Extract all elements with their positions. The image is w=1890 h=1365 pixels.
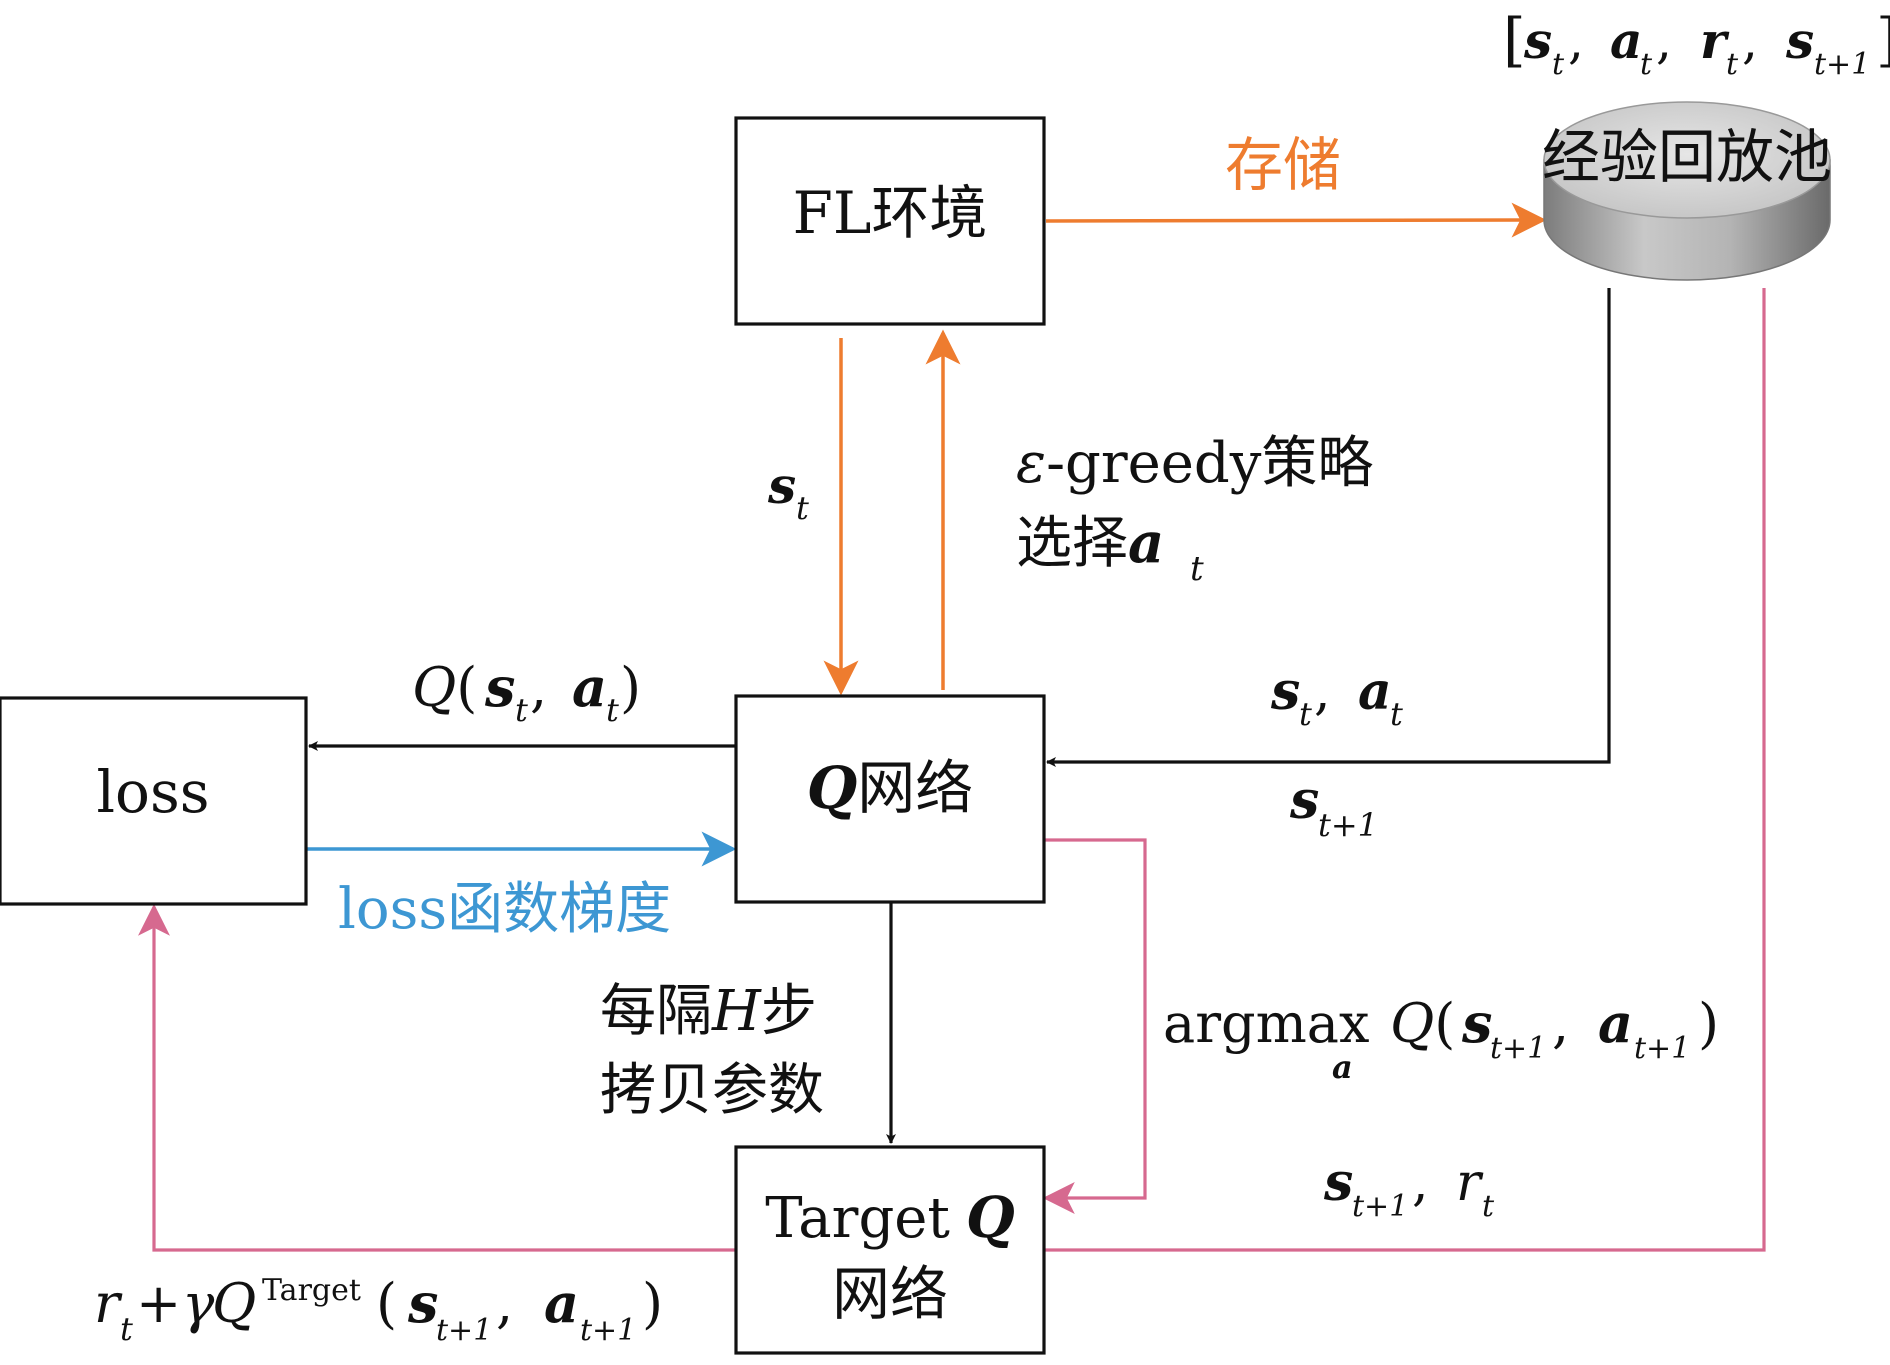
svg-text:选择a: 选择a	[1016, 510, 1164, 576]
svg-text:,: ,	[1552, 992, 1569, 1055]
svg-text:t+1: t+1	[1814, 47, 1870, 82]
svg-text:ε-greedy策略: ε-greedy策略	[1016, 431, 1373, 496]
svg-text:(: (	[376, 1272, 397, 1335]
svg-text:t: t	[515, 691, 528, 729]
svg-text:每隔H步: 每隔H步	[600, 979, 817, 1044]
svg-text:+: +	[136, 1272, 181, 1335]
fl-env-node: FL环境	[734, 116, 1046, 326]
svg-text:Q(: Q(	[1390, 992, 1455, 1055]
svg-text:拷贝参数: 拷贝参数	[600, 1058, 824, 1123]
svg-text:t: t	[1726, 47, 1739, 82]
svg-text:Q: Q	[212, 1272, 256, 1335]
argmax-label: argmax a Q( s t+1 , a t+1 )	[1163, 991, 1719, 1086]
target-q-symbol: Q	[966, 1185, 1015, 1251]
svg-text:): )	[642, 1272, 663, 1335]
svg-text:Q(: Q(	[412, 656, 477, 719]
svg-text:a: a	[1358, 661, 1392, 722]
q-value-label: Q( s t , a t )	[412, 655, 641, 729]
svg-text:t: t	[1482, 1189, 1495, 1224]
svg-text:γ: γ	[182, 1272, 215, 1335]
svg-text:[: [	[1503, 6, 1526, 74]
svg-text:t: t	[1390, 695, 1403, 733]
svg-text:s: s	[407, 1271, 438, 1335]
q-network-node: Q网络	[734, 694, 1046, 904]
svg-text:Target: Target	[262, 1273, 361, 1308]
svg-text:s: s	[1323, 1152, 1353, 1213]
svg-text:a: a	[1598, 991, 1633, 1055]
state-label: s t	[767, 456, 809, 527]
svg-text:r: r	[1700, 11, 1730, 70]
svg-text:argmax: argmax	[1163, 992, 1369, 1055]
svg-text:s: s	[484, 655, 515, 719]
store-arrow	[1045, 202, 1547, 238]
svg-text:]: ]	[1876, 6, 1890, 74]
svg-text:t: t	[1190, 549, 1204, 589]
svg-text:t: t	[120, 1310, 133, 1348]
target-value-label: r t + γ Q Target ( s t+1 , a t+1 )	[94, 1271, 663, 1348]
target-value-arrow	[138, 903, 736, 1252]
svg-text:t: t	[1640, 47, 1653, 82]
loss-node: loss	[0, 696, 308, 906]
copy-params-label: 每隔H步 拷贝参数	[600, 979, 824, 1123]
svg-text:t: t	[796, 489, 809, 527]
sample-sa-label: s t , a t	[1270, 661, 1403, 733]
svg-text:r: r	[94, 1272, 123, 1335]
svg-text:s: s	[1289, 770, 1319, 831]
replay-pool-label: 经验回放池	[1542, 123, 1832, 191]
svg-text:s: s	[767, 456, 796, 515]
svg-text:s: s	[1270, 661, 1300, 722]
cylinder-top	[1543, 101, 1831, 219]
svg-text:,: ,	[1568, 12, 1584, 70]
svg-text:Q网络: Q网络	[807, 754, 974, 822]
svg-text:s: s	[1785, 11, 1814, 70]
svg-text:s: s	[1461, 991, 1492, 1055]
svg-text:s: s	[1523, 11, 1552, 70]
store-label: 存储	[1225, 131, 1341, 199]
sample-next-state-label: s t+1	[1289, 770, 1378, 844]
argmax-arrow	[1042, 838, 1147, 1214]
svg-text:t+1: t+1	[436, 1313, 492, 1348]
target-input-arrow	[1044, 288, 1766, 1252]
svg-text:a: a	[544, 1271, 579, 1335]
svg-text:,: ,	[1742, 12, 1758, 70]
svg-text:t: t	[1552, 47, 1565, 82]
experience-tuple: [ s t , a t , r t , s t+1 ]	[1503, 6, 1890, 82]
loss-label: loss	[97, 758, 210, 826]
target-network-label: 网络	[832, 1260, 948, 1328]
svg-text:,: ,	[1656, 12, 1672, 70]
svg-text:t+1: t+1	[580, 1313, 636, 1348]
svg-text:,: ,	[1314, 662, 1331, 722]
svg-text:a: a	[1332, 1048, 1353, 1086]
svg-text:t: t	[1299, 695, 1312, 733]
svg-text:t+1: t+1	[1634, 1031, 1690, 1066]
replay-pool-node: 经验回放池	[1542, 101, 1832, 281]
svg-text:,: ,	[496, 1272, 513, 1335]
svg-text:t: t	[606, 691, 619, 729]
svg-text:,: ,	[530, 656, 547, 719]
svg-text:t+1: t+1	[1352, 1189, 1408, 1224]
q-symbol: Q	[807, 754, 858, 822]
target-inputs-label: s t+1 , r t	[1323, 1152, 1495, 1224]
svg-text:a: a	[1610, 11, 1642, 70]
svg-text:r: r	[1456, 1153, 1484, 1213]
q-network-label: 网络	[857, 754, 973, 822]
svg-text:,: ,	[1412, 1153, 1429, 1213]
svg-text:): )	[1698, 992, 1719, 1055]
sample-arrow	[1046, 288, 1611, 767]
fl-env-label: FL环境	[793, 179, 988, 247]
svg-text:): )	[620, 656, 641, 719]
svg-text:a: a	[572, 655, 607, 719]
svg-text:t+1: t+1	[1490, 1031, 1546, 1066]
loss-gradient-label: loss函数梯度	[338, 877, 671, 942]
egreedy-label: ε-greedy策略 选择a t	[1016, 431, 1373, 589]
target-word: Target	[765, 1186, 950, 1251]
svg-text:t+1: t+1	[1318, 806, 1378, 844]
